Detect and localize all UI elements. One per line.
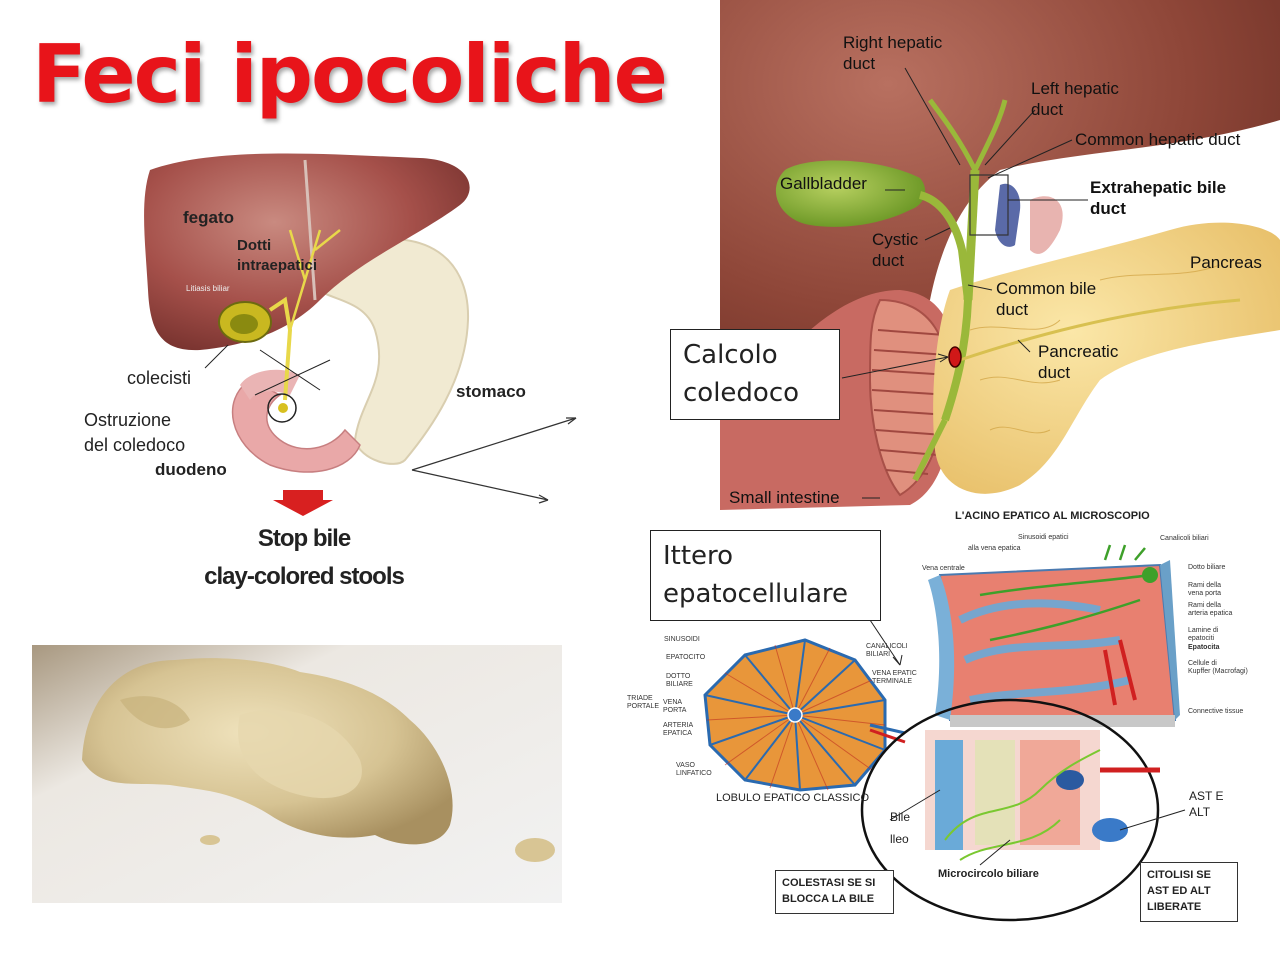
label-right-hepatic-duct: Right hepatic duct [843, 33, 943, 73]
connector-arrows [411, 417, 577, 504]
microscope-illustration [703, 544, 1186, 922]
label-colecisti: colecisti [127, 368, 192, 388]
label-common-bile-duct: Common bile duct [996, 279, 1097, 319]
label-left-hepatic-duct: Left hepatic duct [1031, 79, 1119, 119]
label-common-hepatic-duct: Common hepatic duct [1075, 130, 1241, 149]
label-stomaco: stomaco [456, 382, 526, 401]
label-small-intestine: Small intestine [729, 488, 840, 507]
label-pancreas: Pancreas [1190, 253, 1262, 272]
label-vaso-linfatico: VASO LINFATICO [676, 762, 712, 777]
label-litiasis: Litiasis biliar [186, 284, 230, 293]
label-pancreatic-duct: Pancreatic duct [1038, 342, 1119, 382]
label-lamine: Lamine di epatociti [1188, 627, 1219, 642]
stop-bile-text: Stop bile [257, 525, 351, 552]
label-fegato: fegato [183, 208, 234, 227]
label-canalicoli-acinus: Canalicoli biliari [1160, 535, 1209, 542]
label-connettivo: Connective tissue [1188, 708, 1244, 715]
label-dotti-intraepatici: Dotti intraepatici [237, 237, 318, 274]
label-sinusoidi-epatici: Sinusoidi epatici [1018, 534, 1069, 541]
label-canalicoli-biliari: CANALICOLI BILIARI [866, 643, 908, 658]
label-epatocito: EPATOCITO [666, 654, 706, 661]
label-ast-alt: AST E ALT [1189, 789, 1224, 819]
box-colestasi: COLESTASI SE SI BLOCCA LA BILE [775, 870, 894, 914]
callout-calcolo-coledoco: Calcolo coledoco [670, 329, 840, 420]
label-extrahepatic-bile-duct: Extrahepatic bile duct [1090, 178, 1227, 218]
label-rami-arteria: Rami della arteria epatica [1188, 602, 1233, 617]
box-citolisi: CITOLISI SE AST ED ALT LIBERATE [1140, 862, 1238, 922]
label-rami-porta: Rami della vena porta [1188, 582, 1222, 597]
label-vena-centrale: Vena centrale [922, 565, 965, 572]
label-microcircolo: Microcircolo biliare [938, 868, 1039, 880]
callout-ittero-epatocellulare: Ittero epatocellulare [650, 530, 881, 621]
label-duodeno: duodeno [155, 460, 227, 479]
label-arteria-epatica: ARTERIA EPATICA [663, 722, 694, 737]
label-triade-portale: TRIADE PORTALE [627, 695, 660, 710]
label-epatocita: Epatocita [1188, 644, 1220, 651]
label-alla-vena-epatica: alla vena epatica [968, 545, 1021, 552]
page-title: Feci ipocoliche [32, 28, 668, 121]
label-dotto-acinus: Dotto biliare [1188, 564, 1226, 571]
label-gallbladder: Gallbladder [780, 174, 867, 193]
label-acino-heading: L'ACINO EPATICO AL MICROSCOPIO [955, 510, 1150, 522]
stool-photo [32, 645, 562, 903]
clay-colored-stools-text: clay-colored stools [204, 563, 405, 590]
label-dotto-biliare: DOTTO BILIARE [666, 673, 693, 688]
label-ostruzione: Ostruzione del coledoco [84, 410, 186, 455]
label-vena-terminale: VENA EPATIC TERMINALE [872, 670, 917, 685]
label-vena-porta: VENA PORTA [663, 699, 687, 714]
label-lobulo-caption: LOBULO EPATICO CLASSICO [716, 792, 870, 804]
label-sinusoidi: SINUSOIDI [664, 636, 700, 643]
label-cystic-duct: Cystic duct [872, 230, 919, 270]
label-kupffer: Cellule di Kupffer (Macrofagi) [1188, 660, 1248, 675]
label-bile: Bile lleo [890, 810, 911, 846]
left-liver-diagram [144, 153, 470, 516]
